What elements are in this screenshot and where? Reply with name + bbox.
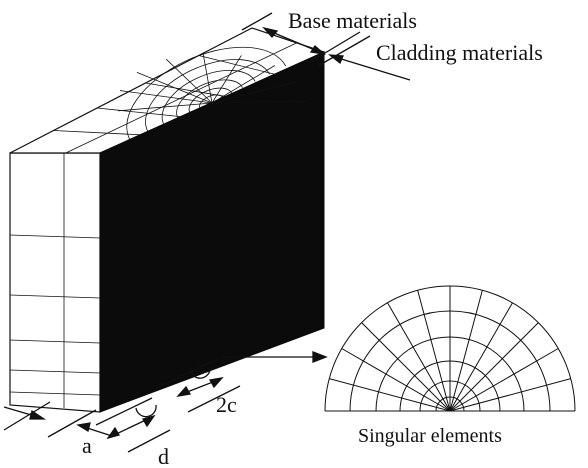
singular-elements-label: Singular elements — [358, 425, 502, 447]
mesh-line — [417, 290, 451, 412]
a-arrow-head-left — [29, 409, 47, 420]
2c-arrow-head-end — [208, 377, 224, 389]
mesh-arc — [161, 69, 256, 125]
singular-elements-mesh — [324, 285, 576, 412]
a-arrow-head-right — [76, 422, 91, 433]
2c-tick-1 — [155, 357, 221, 389]
d-tick-1 — [95, 397, 153, 426]
d-arrow-head-start — [106, 426, 120, 440]
cladding-tick-1 — [309, 31, 361, 63]
mesh-line — [211, 81, 299, 104]
mesh-line — [9, 391, 101, 396]
cladding-arrow — [337, 57, 411, 81]
mesh-line — [9, 234, 101, 239]
base-arrow-head-end — [309, 45, 327, 55]
mesh-line — [9, 339, 101, 344]
material-annotations — [241, 12, 411, 81]
mesh-line — [202, 53, 213, 104]
fem-block — [9, 27, 326, 413]
mesh-line — [145, 82, 226, 97]
mesh-arc — [199, 94, 224, 109]
base-arrow-head-start — [262, 26, 279, 38]
singular-pointer-head — [312, 351, 328, 363]
a-tick-1 — [3, 401, 51, 431]
2c-arrow-head-start — [176, 385, 192, 397]
mesh-line — [449, 322, 539, 412]
a-tick-2 — [47, 409, 97, 438]
crack-depth-label: a — [82, 433, 92, 458]
cladding-front-face — [99, 51, 325, 413]
mesh-line — [341, 348, 451, 412]
d-arrow-head-end — [142, 414, 156, 428]
mesh-line — [211, 65, 276, 104]
top-face-mesh — [53, 42, 307, 154]
mesh-line — [361, 322, 451, 412]
2c-tick-2 — [187, 385, 241, 413]
base-materials-label: Base materials — [288, 8, 417, 33]
mesh-line — [97, 107, 181, 118]
mesh-line — [387, 302, 451, 412]
cladding-materials-label: Cladding materials — [376, 40, 543, 65]
crack-arc-lower — [135, 404, 157, 418]
mesh-line — [329, 378, 451, 412]
mesh-arc — [145, 59, 270, 132]
mesh-arc — [126, 46, 287, 141]
mesh-line — [53, 130, 141, 136]
mesh-line — [449, 348, 559, 412]
mesh-line — [449, 290, 483, 412]
mesh-line — [136, 71, 213, 104]
mesh-arc — [176, 79, 243, 119]
base-material-tick — [241, 12, 273, 31]
mesh-line — [65, 42, 297, 154]
cladding-arrow-head — [327, 54, 344, 65]
crack-length-label: 2c — [216, 392, 237, 417]
block-left-face — [9, 152, 101, 413]
mesh-line — [165, 58, 213, 104]
d-tick-2 — [127, 429, 171, 453]
mesh-line — [9, 369, 101, 374]
mesh-line — [118, 102, 213, 112]
cladding-thickness-label: d — [158, 444, 169, 468]
dimension-annotations — [3, 351, 328, 453]
mesh-line — [211, 55, 242, 104]
cladding-tick-2 — [317, 35, 371, 67]
mesh-line — [211, 101, 307, 104]
mesh-line — [449, 302, 513, 412]
mesh-line — [9, 294, 101, 299]
crack-arc-upper — [189, 365, 211, 379]
mesh-arc — [188, 87, 233, 114]
mesh-line — [449, 378, 571, 412]
left-face-mesh — [9, 153, 101, 408]
mesh-line — [198, 55, 275, 75]
mesh-line — [119, 90, 213, 104]
